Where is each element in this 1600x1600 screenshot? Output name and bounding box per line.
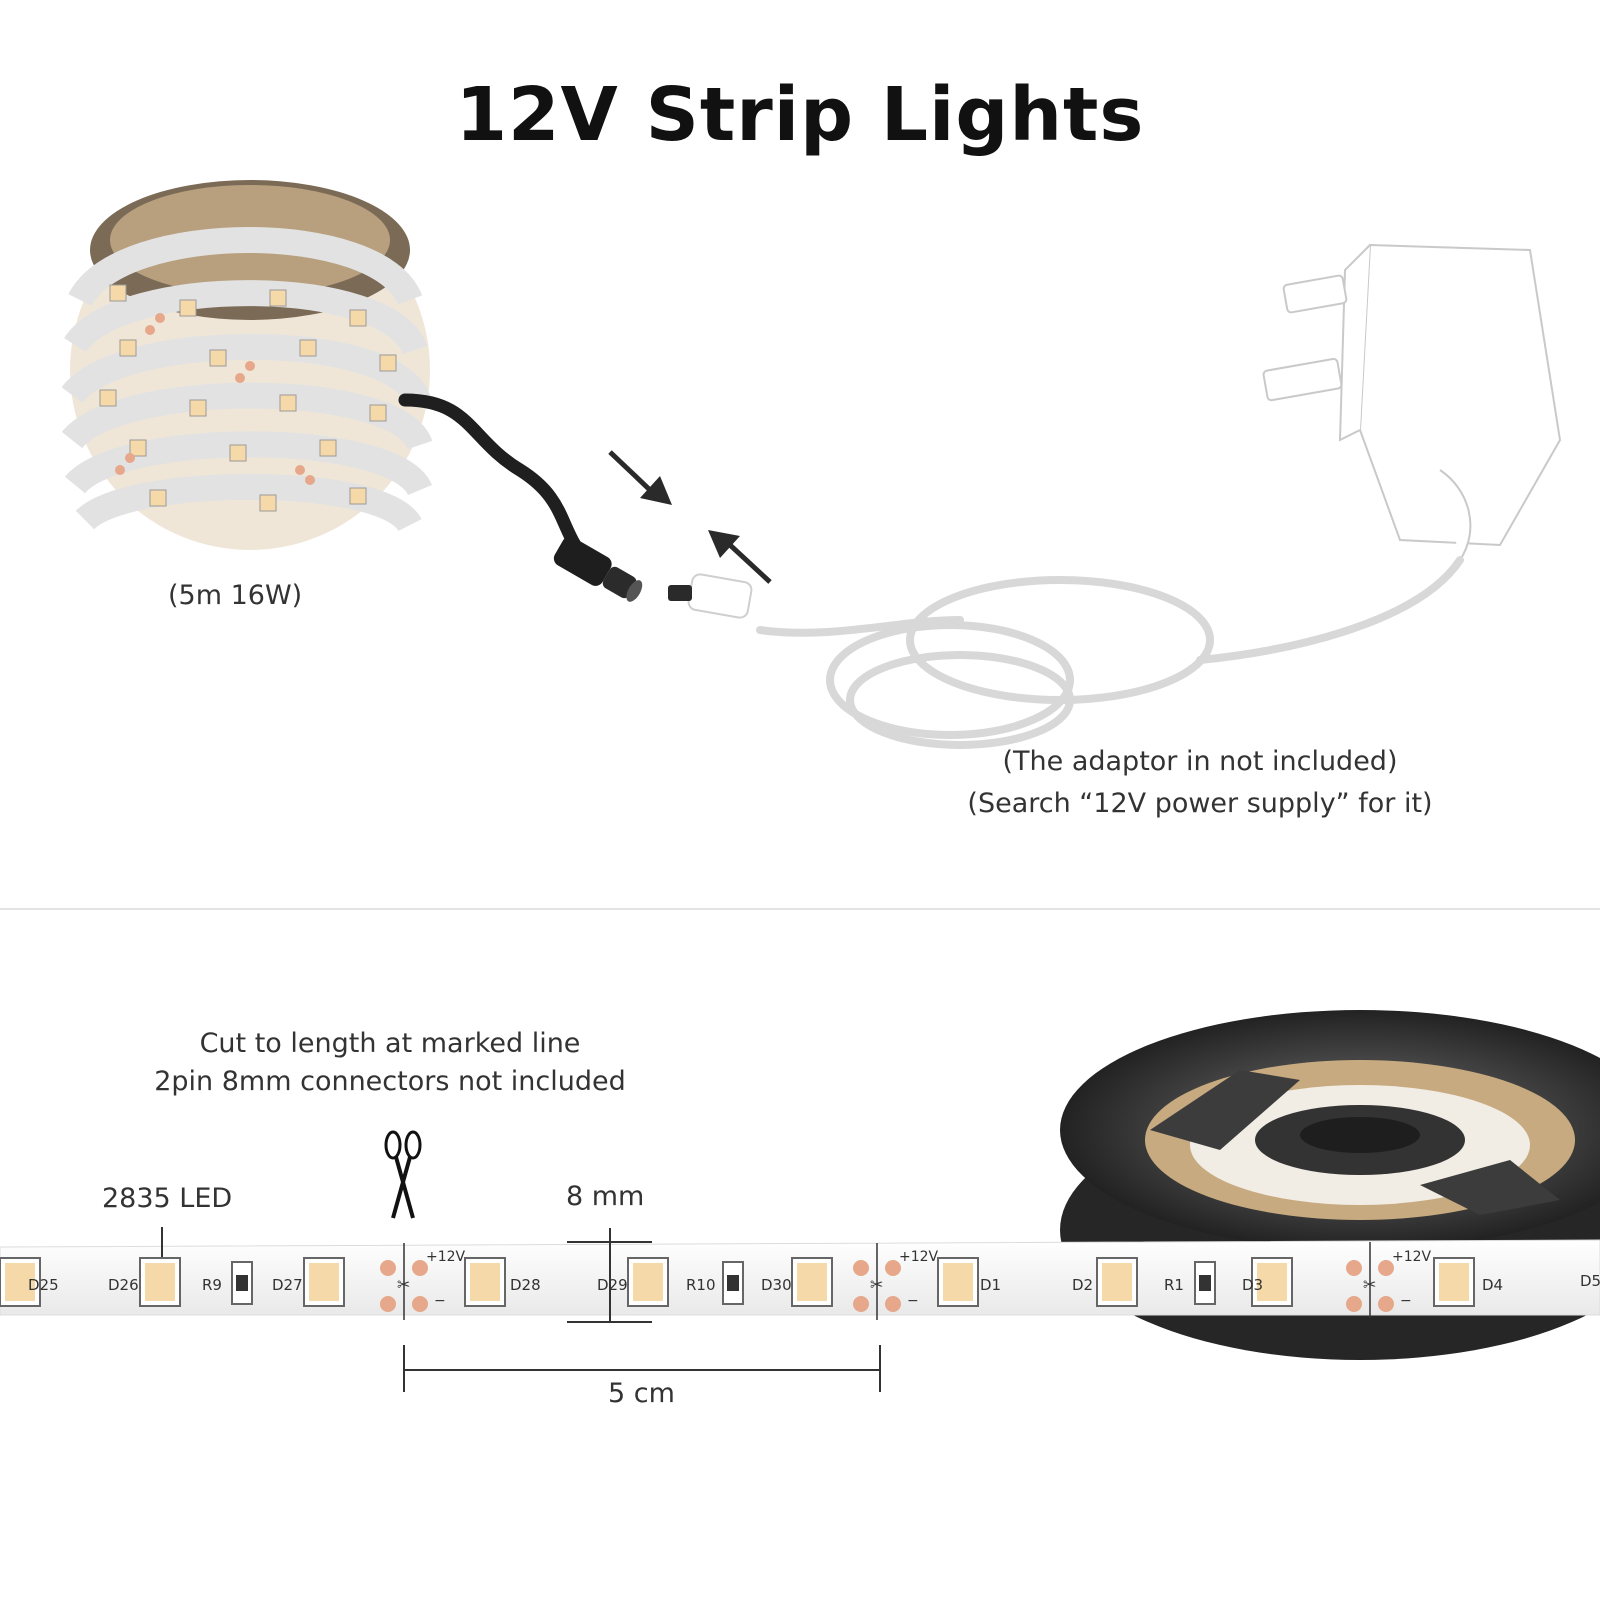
strip-label: D28	[510, 1276, 541, 1294]
solder-pad	[1346, 1260, 1362, 1276]
led-emitter	[309, 1263, 339, 1301]
led-emitter	[1439, 1263, 1469, 1301]
adaptor-cable	[756, 556, 1464, 749]
power-adaptor	[1262, 243, 1562, 561]
scissors-icon	[384, 1130, 422, 1219]
spacing-dimension	[403, 1345, 881, 1392]
strip-label: D3	[1242, 1276, 1263, 1294]
resistor-body	[236, 1275, 248, 1291]
strip-label: R10	[686, 1276, 716, 1294]
led-strip-roll	[61, 180, 643, 602]
solder-pad	[1346, 1296, 1362, 1312]
solder-pad	[412, 1296, 428, 1312]
led-emitter	[943, 1263, 973, 1301]
resistor-body	[1199, 1275, 1211, 1291]
adaptor-search-note: (Search “12V power supply” for it)	[967, 788, 1433, 819]
led-emitter	[5, 1263, 35, 1301]
strip-label: D2	[1072, 1276, 1093, 1294]
solder-pad	[885, 1260, 901, 1276]
strip-label: D26	[108, 1276, 139, 1294]
cut-lines	[403, 1242, 1371, 1320]
solder-pad	[412, 1260, 428, 1276]
plus-label: +12V	[426, 1249, 466, 1265]
solder-pad	[853, 1296, 869, 1312]
strip-label: R1	[1164, 1276, 1184, 1294]
strip-label: D29	[597, 1276, 628, 1294]
led-emitter	[1257, 1263, 1287, 1301]
strip-label: R9	[202, 1276, 222, 1294]
led-type-label: 2835 LED	[102, 1183, 233, 1214]
minus-label: −	[1400, 1293, 1412, 1309]
led-emitter	[633, 1263, 663, 1301]
arrow-icon	[608, 450, 772, 584]
resistor-body	[727, 1275, 739, 1291]
solder-pad	[1378, 1260, 1394, 1276]
minus-label: −	[907, 1293, 919, 1309]
led-emitter	[145, 1263, 175, 1301]
section-divider	[0, 908, 1600, 910]
connector-note: 2pin 8mm connectors not included	[154, 1066, 626, 1097]
width-dimension	[567, 1228, 652, 1323]
solder-pad	[885, 1296, 901, 1312]
cut-spacing-label: 5 cm	[608, 1378, 675, 1409]
solder-pad	[380, 1296, 396, 1312]
solder-pad	[1378, 1296, 1394, 1312]
led-emitter	[470, 1263, 500, 1301]
strip-label: D5	[1580, 1272, 1600, 1290]
plus-label: +12V	[1392, 1249, 1432, 1265]
plus-label: +12V	[899, 1249, 939, 1265]
strip-label: D25	[28, 1276, 59, 1294]
solder-pad	[380, 1260, 396, 1276]
strip-label: D4	[1482, 1276, 1503, 1294]
strip-label: D30	[761, 1276, 792, 1294]
roll-caption: (5m 16W)	[168, 580, 303, 611]
minus-label: −	[434, 1293, 446, 1309]
solder-pad	[853, 1260, 869, 1276]
strip-label: D27	[272, 1276, 303, 1294]
strip-label: D1	[980, 1276, 1001, 1294]
dc-male-plug	[668, 573, 753, 619]
adaptor-note: (The adaptor in not included)	[1002, 746, 1398, 777]
strip-width-label: 8 mm	[566, 1181, 645, 1212]
led-emitter	[797, 1263, 827, 1301]
page-title: 12V Strip Lights	[455, 72, 1145, 158]
cut-note: Cut to length at marked line	[199, 1028, 581, 1059]
led-emitter	[1102, 1263, 1132, 1301]
